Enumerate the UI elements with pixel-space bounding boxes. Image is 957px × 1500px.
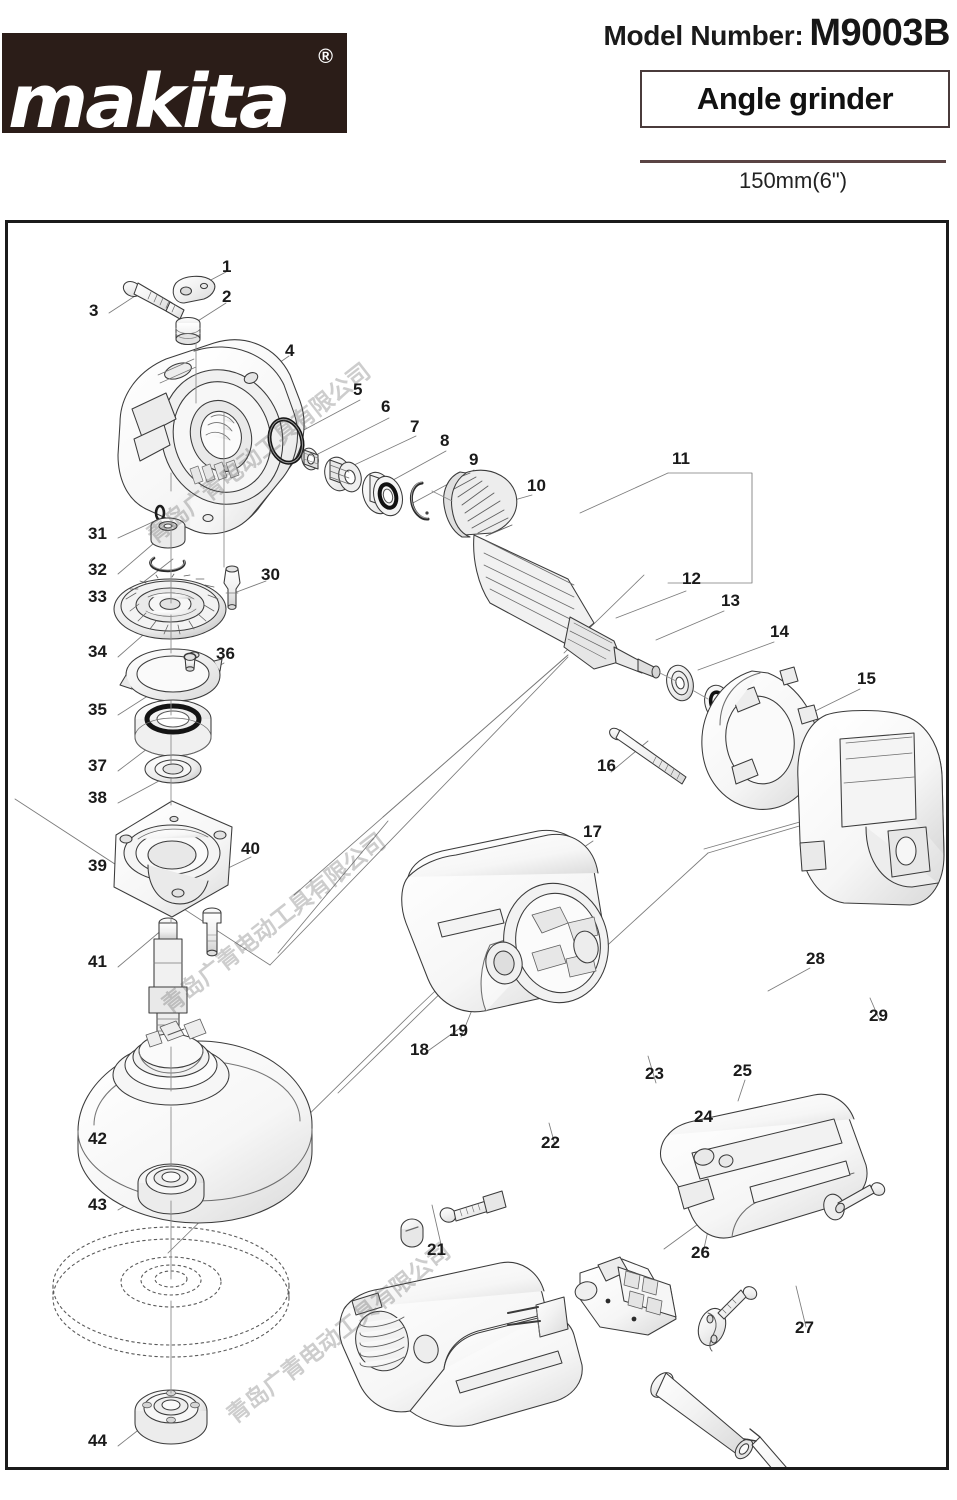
callout-44: 44 [88,1431,107,1450]
callout-6: 6 [381,397,391,416]
callout-38: 38 [88,788,107,807]
callout-11: 11 [672,449,690,468]
callout-24: 24 [694,1107,713,1126]
callout-8: 8 [440,431,450,450]
callout-7: 7 [410,417,420,436]
makita-logo: makita ® [2,33,347,143]
exploded-view-drawing [14,271,945,1467]
callout-10: 10 [527,476,546,495]
callout-29: 29 [869,1006,888,1025]
callout-15: 15 [857,669,876,688]
callout-21: 21 [427,1240,446,1259]
callout-30: 30 [261,565,280,584]
callout-40: 40 [241,839,260,858]
callout-18: 18 [410,1040,429,1059]
wheel-size-label: 150mm(6") [738,168,848,193]
callout-17: 17 [583,822,602,841]
callout-9: 9 [469,450,479,469]
brand-wordmark: makita [8,59,291,143]
callout-3: 3 [89,301,99,320]
callout-42: 42 [88,1129,107,1148]
callout-41: 41 [88,952,107,971]
product-type-label: Angle grinder [696,81,894,116]
callout-36: 36 [216,644,235,663]
model-number-value: M9003B [809,12,950,54]
callout-12: 12 [682,569,701,588]
logo-bottom-strip [2,133,347,143]
callout-33: 33 [88,587,107,606]
callout-4: 4 [285,341,295,360]
callout-26: 26 [691,1243,710,1262]
callout-27: 27 [795,1318,814,1337]
callout-5: 5 [353,380,363,399]
diagram-frame: 青岛广青电动工具有限公司 青岛广青电动工具有限公司 青岛广青电动工具有限公司 1… [5,220,949,1470]
callout-2: 2 [222,287,232,306]
callout-39: 39 [88,856,107,875]
page-header: makita ® Model Number:M9003B Angle grind… [0,0,957,215]
callout-22: 22 [541,1133,560,1152]
diagram-canvas: 青岛广青电动工具有限公司 青岛广青电动工具有限公司 青岛广青电动工具有限公司 1… [8,223,946,1467]
model-number-label: Model Number: [603,20,804,51]
callout-34: 34 [88,642,107,661]
callout-25: 25 [733,1061,752,1080]
callout-37: 37 [88,756,107,775]
callout-23: 23 [645,1064,664,1083]
registered-trademark-icon: ® [318,46,333,68]
callout-28: 28 [806,949,825,968]
callout-16: 16 [597,756,616,775]
callout-35: 35 [88,700,107,719]
callout-14: 14 [770,622,789,641]
product-type-box: Angle grinder [640,70,950,128]
size-divider [640,160,946,163]
callout-13: 13 [721,591,740,610]
callout-19: 19 [449,1021,468,1040]
callout-32: 32 [88,560,107,579]
model-number-line: Model Number:M9003B [520,12,950,58]
callout-1: 1 [222,257,232,276]
callout-43: 43 [88,1195,107,1214]
callout-31: 31 [88,524,107,543]
